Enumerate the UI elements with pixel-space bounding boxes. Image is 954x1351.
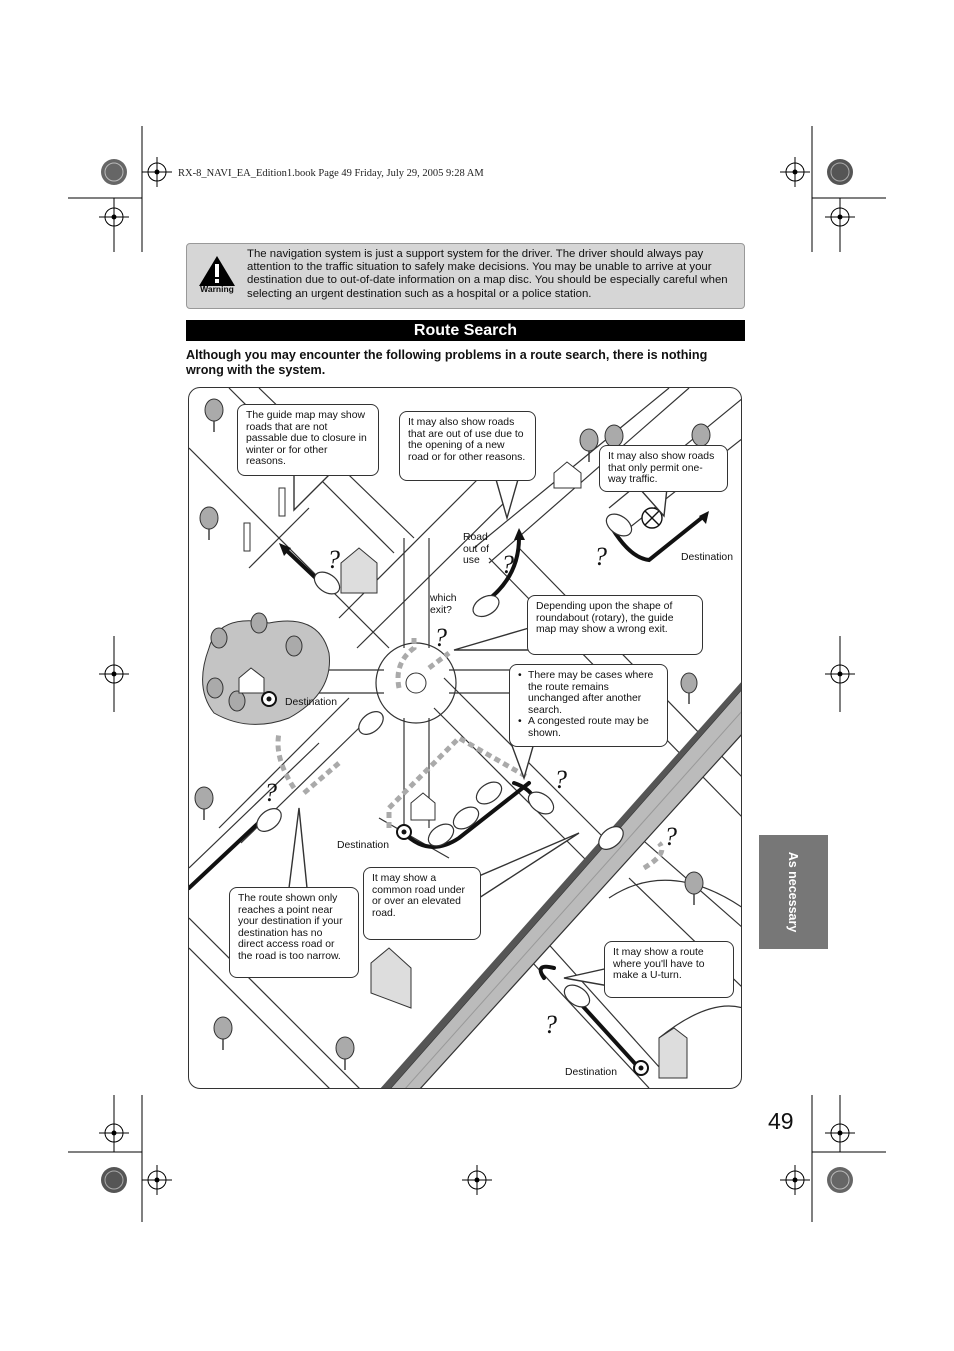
svg-text:?: ? <box>501 550 514 579</box>
warning-box: Warning The navigation system is just a … <box>186 243 745 309</box>
warning-triangle-icon <box>199 256 235 286</box>
svg-text:?: ? <box>664 822 677 851</box>
callout-unchanged-item-2: A congested route may be shown. <box>518 716 659 739</box>
callout-near-destination: The route shown only reaches a point nea… <box>229 887 359 978</box>
label-destination-bottom: Destination <box>565 1067 617 1078</box>
print-header: RX-8_NAVI_EA_Edition1.book Page 49 Frida… <box>178 168 484 179</box>
svg-text:?: ? <box>554 765 567 794</box>
route-search-illustration: ??? ??? ?? The guide map may show roads … <box>188 387 742 1089</box>
warning-label: Warning <box>200 284 234 294</box>
side-tab-label: As necessary <box>786 851 800 933</box>
side-tab <box>759 835 828 949</box>
callout-roundabout: Depending upon the shape of roundabout (… <box>527 595 703 655</box>
label-destination-top-right: Destination <box>681 552 733 563</box>
callout-one-way: It may also show roads that only permit … <box>599 445 728 492</box>
warning-text: The navigation system is just a support … <box>247 248 728 300</box>
callout-unchanged-item-1: There may be cases where the route remai… <box>518 670 659 716</box>
callout-out-of-use: It may also show roads that are out of u… <box>399 411 536 481</box>
map-drawing: ??? ??? ?? <box>189 388 741 1088</box>
callout-closed-roads: The guide map may show roads that are no… <box>237 404 379 476</box>
label-road-out-of-use: Road out of use <box>463 532 489 566</box>
callout-elevated-road: It may show a common road under or over … <box>363 867 481 940</box>
svg-text:?: ? <box>544 1010 557 1039</box>
svg-text:?: ? <box>594 542 607 571</box>
svg-text:?: ? <box>327 545 340 574</box>
callout-unchanged-route: There may be cases where the route remai… <box>509 664 668 747</box>
label-destination-center: Destination <box>337 840 389 851</box>
page-number: 49 <box>768 1108 794 1134</box>
label-destination-pond: Destination <box>285 697 337 708</box>
intro-text: Although you may encounter the following… <box>186 348 708 377</box>
section-title: Route Search <box>186 320 745 341</box>
svg-text:?: ? <box>264 778 277 807</box>
callout-u-turn: It may show a route where you'll have to… <box>604 941 734 998</box>
label-which-exit: which exit? <box>430 593 457 616</box>
svg-text:?: ? <box>434 623 447 652</box>
